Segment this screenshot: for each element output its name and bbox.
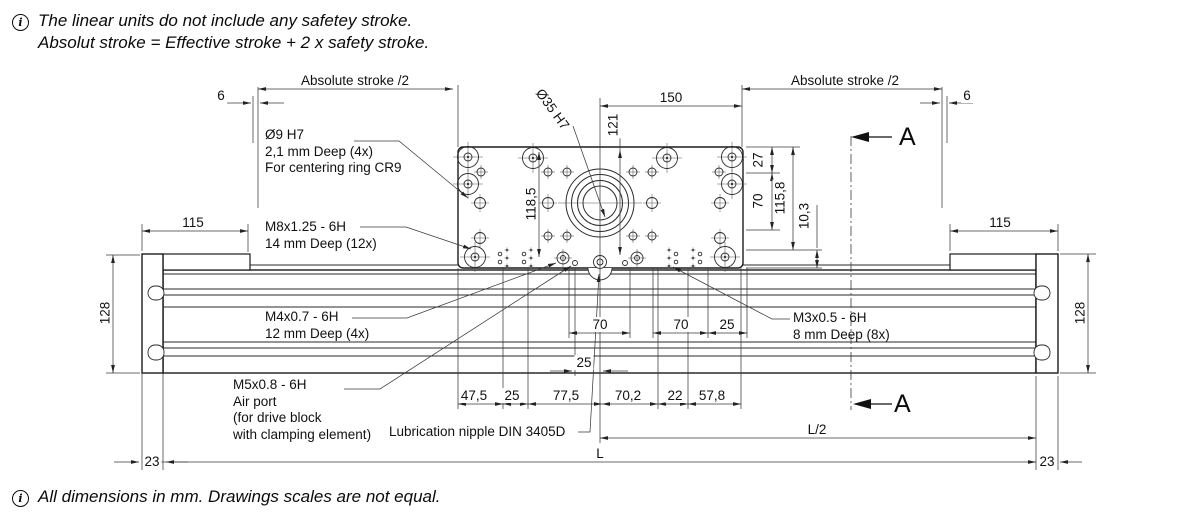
dim-115-right: 115 [987, 215, 1013, 230]
callout-centering-ring: Ø9 H7 2,1 mm Deep (4x) For centering rin… [265, 127, 402, 177]
callout-line: 14 mm Deep (12x) [265, 235, 377, 251]
dim-25-row2: 25 [574, 355, 594, 370]
info-icon: i [12, 490, 29, 507]
callout-line: 12 mm Deep (4x) [265, 325, 370, 341]
callout-line: Ø9 H7 [265, 127, 305, 142]
callout-line: M3x0.5 - 6H [793, 310, 867, 325]
dim-23-left: 23 [142, 454, 162, 469]
left-end-cap [141, 253, 164, 374]
mounting-holes [453, 142, 747, 272]
dim-77-5: 77,5 [550, 388, 582, 403]
info-icon-glyph: i [18, 16, 23, 29]
right-end-cap [1035, 253, 1059, 374]
dim-L: L [594, 446, 606, 461]
callout-line: M5x0.8 - 6H [233, 377, 307, 392]
dim-70-right: 70 [750, 191, 766, 211]
dim-128-left: 128 [97, 299, 113, 327]
dim-absolute-stroke-left: Absolute stroke /2 [298, 73, 412, 88]
dim-22: 22 [665, 388, 685, 403]
dim-25-row1: 25 [717, 317, 737, 332]
callout-m4-thread: M4x0.7 - 6H 12 mm Deep (4x) [265, 309, 369, 342]
dim-10-3: 10,3 [796, 200, 812, 232]
note-top-line2: Absolut stroke = Effective stroke + 2 x … [38, 33, 430, 52]
info-icon: i [12, 14, 29, 31]
dim-6-left: 6 [215, 88, 227, 103]
body-extrusion [141, 253, 1059, 374]
callout-lubrication-nipple: Lubrication nipple DIN 3405D [389, 424, 566, 439]
right-rail-strip [949, 253, 1037, 271]
dim-118-5: 118,5 [523, 185, 539, 223]
dim-150: 150 [657, 90, 685, 105]
dim-6-right: 6 [961, 88, 973, 103]
callout-line: 2,1 mm Deep (4x) [265, 143, 374, 159]
callout-line: Air port [233, 393, 277, 409]
callout-line: M4x0.7 - 6H [265, 309, 339, 324]
dim-70-row1-a: 70 [590, 317, 610, 332]
note-top-line1: The linear units do not include any safe… [38, 11, 413, 30]
callout-line: For centering ring CR9 [265, 160, 402, 175]
dim-115-left: 115 [180, 215, 206, 230]
callout-line: M8x1.25 - 6H [265, 219, 347, 234]
dim-47-5: 47,5 [458, 388, 490, 403]
dim-115-8: 115,8 [772, 179, 788, 217]
callout-m5-air-port: M5x0.8 - 6H Air port (for drive block wi… [233, 377, 371, 443]
dim-128-right: 128 [1072, 299, 1088, 327]
dim-L-half: L/2 [805, 422, 829, 437]
callout-line: 8 mm Deep (8x) [793, 326, 890, 342]
dim-27: 27 [750, 150, 766, 170]
dim-absolute-stroke-right: Absolute stroke /2 [788, 73, 902, 88]
dim-70-row1-b: 70 [671, 317, 691, 332]
callout-line: with clamping element) [233, 426, 372, 442]
dim-23-right: 23 [1037, 454, 1057, 469]
dim-57-8: 57,8 [696, 388, 728, 403]
carriage-plate [453, 142, 747, 281]
dim-25-row3: 25 [502, 388, 522, 403]
info-icon-glyph: i [18, 492, 23, 505]
dim-121: 121 [605, 111, 621, 139]
callout-m3-thread: M3x0.5 - 6H 8 mm Deep (8x) [793, 310, 890, 343]
section-label-A-top: A [899, 123, 916, 151]
dim-70-2: 70,2 [612, 388, 644, 403]
section-label-A-bottom: A [894, 390, 911, 418]
note-bottom: All dimensions in mm. Drawings scales ar… [38, 487, 441, 506]
callout-line: (for drive block [233, 410, 322, 425]
dimension-lines [106, 85, 1096, 470]
callout-m8-thread: M8x1.25 - 6H 14 mm Deep (12x) [265, 219, 377, 252]
left-rail-strip [162, 253, 251, 271]
section-line-A [850, 132, 892, 410]
